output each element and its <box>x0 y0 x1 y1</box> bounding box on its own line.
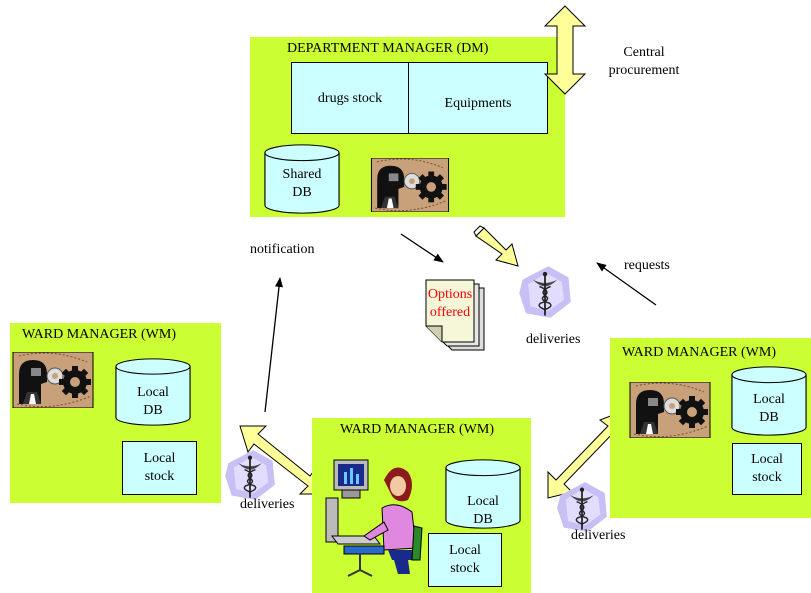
caduceus-icon <box>556 481 608 533</box>
central-procurement-line2: procurement <box>608 63 680 78</box>
ward-right-db-line2: DB <box>759 410 779 425</box>
ward-center-stock-line1: Local <box>449 543 481 558</box>
ward-center-db-line2: DB <box>473 512 493 527</box>
options-line1: Options <box>427 287 473 302</box>
shared-db-line1: Shared <box>282 167 322 182</box>
ward-center-title: WARD MANAGER (WM) <box>340 422 494 437</box>
ward-left-db-line1: Local <box>137 385 169 400</box>
ward-left-stock-label: Local stock <box>123 450 196 486</box>
notification-label: notification <box>250 242 315 257</box>
ward-right-db-line1: Local <box>753 392 785 407</box>
ward-left-stock-line2: stock <box>144 469 175 484</box>
requests-arrow <box>596 262 657 306</box>
options-line2: offered <box>429 305 471 320</box>
equipments-label: Equipments <box>444 96 512 111</box>
caduceus-icon <box>224 449 276 501</box>
dm-title: DEPARTMENT MANAGER (DM) <box>287 41 489 56</box>
caduceus-icon <box>518 265 572 319</box>
document-stack-icon <box>425 279 485 351</box>
ward-right-stock-box: Local stock <box>732 443 802 495</box>
ward-left-stock-line1: Local <box>143 451 176 466</box>
shared-db-label: Shared DB <box>264 166 340 202</box>
dm-to-options-arrow <box>400 233 444 263</box>
central-procurement-line1: Central <box>623 45 665 60</box>
user-at-computer-icon <box>325 459 423 577</box>
agent-gears-icon <box>12 352 94 408</box>
shared-db-line2: DB <box>292 185 312 200</box>
ward-right-stock-line1: Local <box>751 452 783 467</box>
ward-left-db-line2: DB <box>143 403 163 418</box>
deliveries-label-left: deliveries <box>240 497 295 512</box>
ward-right-db-label: Local DB <box>731 391 807 427</box>
requests-label: requests <box>624 258 670 273</box>
options-offered-label: Options offered <box>420 286 480 322</box>
deliveries-label-right: deliveries <box>571 528 626 543</box>
equipments-box: Equipments <box>408 62 548 134</box>
ward-left-stock-box: Local stock <box>122 441 197 495</box>
ward-right-stock-line2: stock <box>752 470 782 485</box>
ward-right-stock-label: Local stock <box>733 451 801 487</box>
ward-right-title: WARD MANAGER (WM) <box>622 345 776 360</box>
ward-center-db-label: Local DB <box>445 493 521 529</box>
ward-left-title: WARD MANAGER (WM) <box>22 327 176 342</box>
drugs-stock-box: drugs stock <box>291 62 409 134</box>
central-procurement-label: Central procurement <box>600 44 688 80</box>
ward-center-db-line1: Local <box>467 494 499 509</box>
ward-center-stock-label: Local stock <box>429 542 501 578</box>
agent-gears-icon <box>629 382 711 438</box>
central-procurement-double-arrow <box>543 5 587 95</box>
drugs-stock-label: drugs stock <box>317 91 383 106</box>
deliveries-label-top: deliveries <box>526 332 581 347</box>
ward-center-stock-line2: stock <box>450 561 480 576</box>
ward-center-stock-box: Local stock <box>428 533 502 587</box>
ward-left-db-label: Local DB <box>115 384 191 420</box>
dm-to-deliveries-arrow <box>473 225 519 267</box>
